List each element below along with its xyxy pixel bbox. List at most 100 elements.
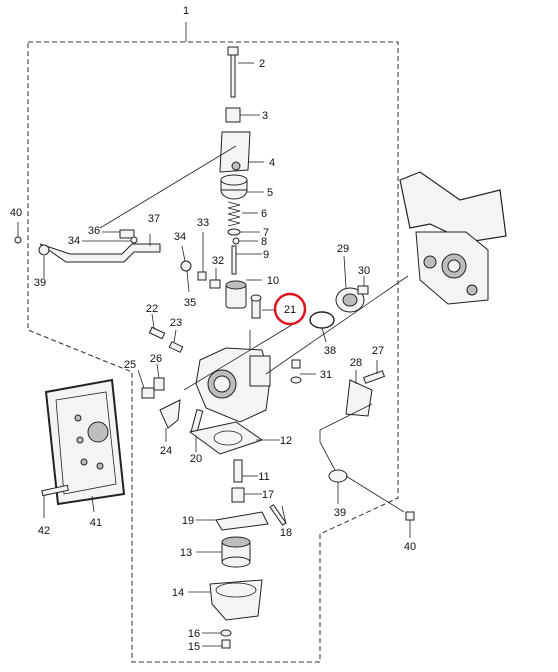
nut-part bbox=[209, 279, 221, 289]
screw-part bbox=[290, 359, 302, 384]
bolt-part bbox=[197, 271, 207, 281]
callout-13: 13 bbox=[180, 547, 192, 559]
callout-40a: 40 bbox=[10, 207, 22, 219]
clip-part bbox=[227, 228, 241, 236]
callout-38: 38 bbox=[324, 345, 336, 357]
pin-part bbox=[362, 370, 386, 384]
bracket-part bbox=[219, 131, 251, 173]
nozzle-part bbox=[231, 487, 245, 503]
callout-37: 37 bbox=[148, 213, 160, 225]
clamp-part bbox=[335, 287, 365, 313]
needle-part bbox=[231, 245, 237, 275]
assembly-boundary bbox=[27, 41, 399, 663]
float-arm-part bbox=[215, 511, 269, 531]
callout-41: 41 bbox=[90, 517, 102, 529]
cable-end-part bbox=[328, 469, 348, 483]
pilot-jet-part bbox=[250, 294, 262, 319]
screw-part bbox=[14, 236, 22, 244]
callout-35: 35 bbox=[184, 297, 196, 309]
callout-18: 18 bbox=[280, 527, 292, 539]
screw-part bbox=[221, 639, 231, 649]
callout-9: 9 bbox=[263, 249, 269, 261]
bolt-part bbox=[227, 46, 239, 98]
callout-11: 11 bbox=[258, 471, 269, 483]
callout-2: 2 bbox=[259, 58, 265, 70]
callout-25: 25 bbox=[124, 359, 136, 371]
callout-32: 32 bbox=[212, 255, 224, 267]
callout-29: 29 bbox=[337, 243, 349, 255]
callout-28: 28 bbox=[350, 357, 362, 369]
leader-line bbox=[321, 327, 327, 343]
cover-plate-part bbox=[44, 378, 126, 506]
cap-part bbox=[220, 174, 248, 200]
leader-line bbox=[137, 369, 145, 389]
screw-part bbox=[168, 341, 184, 353]
callout-36: 36 bbox=[88, 225, 100, 237]
linkage-line bbox=[265, 275, 409, 375]
screw-part bbox=[405, 511, 415, 521]
callout-4: 4 bbox=[269, 157, 275, 169]
washer-part bbox=[180, 260, 192, 272]
o-ring-part bbox=[309, 311, 335, 329]
callout-31: 31 bbox=[320, 369, 332, 381]
nut-part bbox=[141, 387, 155, 399]
pin-part bbox=[119, 229, 135, 239]
callout-6: 6 bbox=[261, 208, 267, 220]
leader-line bbox=[186, 270, 190, 293]
clip-part bbox=[232, 237, 240, 245]
callout-33: 33 bbox=[197, 217, 209, 229]
cable-line bbox=[319, 403, 373, 473]
callout-34b: 34 bbox=[68, 235, 80, 247]
link-rod-part bbox=[38, 243, 161, 263]
jet-part bbox=[190, 408, 204, 434]
linkage-line bbox=[183, 319, 301, 391]
callout-10: 10 bbox=[267, 275, 279, 287]
lever-part bbox=[159, 399, 181, 429]
callout-19: 19 bbox=[182, 515, 194, 527]
callout-39a: 39 bbox=[34, 277, 46, 289]
pin-part bbox=[269, 504, 287, 526]
washer-part bbox=[130, 236, 138, 244]
leader-line bbox=[156, 363, 160, 379]
engine-head-part bbox=[399, 171, 507, 305]
callout-12: 12 bbox=[280, 435, 292, 447]
float-part bbox=[221, 536, 251, 568]
callout-27: 27 bbox=[372, 345, 384, 357]
carburetor-body-part bbox=[195, 347, 271, 423]
callout-7: 7 bbox=[263, 227, 269, 239]
callout-22: 22 bbox=[146, 303, 158, 315]
nut-part bbox=[225, 107, 241, 123]
screw-part bbox=[153, 377, 165, 391]
linkage-line bbox=[99, 145, 237, 229]
leader-line bbox=[151, 313, 155, 329]
callout-16: 16 bbox=[188, 628, 200, 640]
callout-1: 1 bbox=[183, 5, 189, 17]
highlight-ring bbox=[273, 292, 307, 326]
callout-5: 5 bbox=[267, 187, 273, 199]
screw-part bbox=[357, 285, 369, 295]
callout-15: 15 bbox=[188, 641, 200, 653]
bolt-part bbox=[41, 484, 69, 497]
leader-line bbox=[91, 495, 95, 513]
callout-30: 30 bbox=[358, 265, 370, 277]
callout-8: 8 bbox=[261, 236, 267, 248]
leader-line bbox=[281, 505, 287, 525]
callout-26: 26 bbox=[150, 353, 162, 365]
callout-21: 21 bbox=[284, 304, 296, 316]
screw-part bbox=[148, 326, 166, 340]
callout-14: 14 bbox=[172, 587, 184, 599]
washer-part bbox=[220, 629, 232, 637]
float-bowl-part bbox=[209, 579, 263, 621]
callout-24: 24 bbox=[160, 445, 172, 457]
gasket-part bbox=[188, 421, 264, 455]
callout-20: 20 bbox=[190, 453, 202, 465]
callout-34a: 34 bbox=[174, 231, 186, 243]
callout-42: 42 bbox=[38, 525, 50, 537]
main-jet-part bbox=[233, 459, 243, 483]
callout-17: 17 bbox=[262, 489, 274, 501]
leader-line bbox=[181, 245, 186, 262]
callout-23: 23 bbox=[170, 317, 182, 329]
spring-part bbox=[227, 201, 241, 227]
